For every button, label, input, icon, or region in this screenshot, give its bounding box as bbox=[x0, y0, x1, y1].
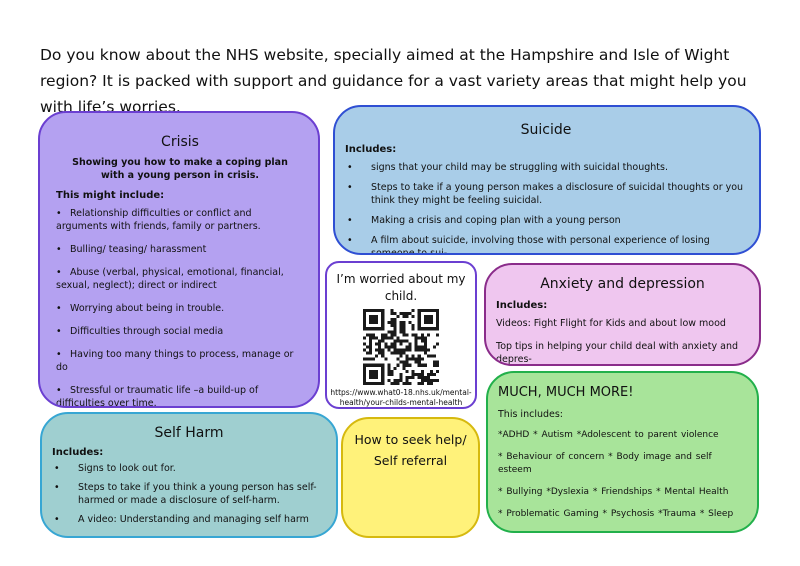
crisis-panel: Crisis Showing you how to make a coping … bbox=[38, 111, 320, 408]
suicide-panel: Suicide Includes: signs that your child … bbox=[333, 105, 761, 255]
much-more-panel: MUCH, MUCH MORE! This includes: *ADHD * … bbox=[486, 371, 759, 533]
list-item: A film about suicide, involving those wi… bbox=[345, 234, 747, 253]
list-item: Stressful or traumatic life –a build-up … bbox=[56, 384, 304, 406]
list-item: Abuse (verbal, physical, emotional, fina… bbox=[56, 266, 304, 292]
selfharm-includes-label: Includes: bbox=[52, 447, 104, 458]
anxiety-line: Top tips in helping your child deal with… bbox=[496, 341, 739, 365]
much-more-includes-label: This includes: bbox=[498, 409, 564, 420]
topic-row: * Bullying *Dyslexia * Friendships * Men… bbox=[498, 487, 729, 497]
topic-row: * Problematic Gaming * Psychosis *Trauma… bbox=[498, 509, 734, 519]
list-item: Bulling/ teasing/ harassment bbox=[56, 243, 304, 256]
list-item: Making a crisis and coping plan with a y… bbox=[345, 214, 747, 227]
much-more-title: MUCH, MUCH MORE! bbox=[498, 385, 634, 400]
list-item: Steps to take if a young person makes a … bbox=[345, 181, 747, 207]
suicide-includes-label: Includes: bbox=[345, 144, 397, 155]
crisis-list: Relationship difficulties or conflict an… bbox=[56, 207, 304, 406]
selfharm-panel: Self Harm Includes: Signs to look out fo… bbox=[40, 412, 338, 538]
crisis-subtitle: Showing you how to make a coping plan wi… bbox=[72, 157, 288, 181]
list-item: Signs to look out for. bbox=[52, 462, 326, 475]
anxiety-includes-label: Includes: bbox=[496, 300, 548, 311]
seek-help-panel: How to seek help/ Self referral bbox=[341, 417, 480, 538]
crisis-includes-label: This might include: bbox=[56, 190, 165, 201]
suicide-title: Suicide bbox=[520, 122, 572, 138]
selfharm-list: Signs to look out for. Steps to take if … bbox=[52, 462, 326, 526]
seek-help-line1: How to seek help/ bbox=[354, 432, 467, 447]
suicide-list: signs that your child may be struggling … bbox=[345, 161, 747, 253]
qr-url[interactable]: https://www.what0-18.nhs.uk/mental-healt… bbox=[330, 388, 472, 407]
qr-title: I’m worried about my child. bbox=[336, 272, 466, 303]
list-item: Worrying about being in trouble. bbox=[56, 302, 304, 315]
selfharm-title: Self Harm bbox=[154, 425, 224, 441]
list-item: Having too many things to process, manag… bbox=[56, 348, 304, 374]
anxiety-line: Videos: Fight Flight for Kids and about … bbox=[496, 318, 726, 329]
anxiety-title: Anxiety and depression bbox=[540, 276, 705, 292]
anxiety-panel: Anxiety and depression Includes: Videos:… bbox=[484, 263, 761, 366]
list-item: Relationship difficulties or conflict an… bbox=[56, 207, 304, 233]
topic-row: *ADHD * Autism *Adolescent to parent vio… bbox=[498, 430, 719, 440]
qr-panel: I’m worried about my child. https://www.… bbox=[325, 261, 477, 409]
list-item: A video: Understanding and managing self… bbox=[52, 513, 326, 526]
crisis-title: Crisis bbox=[161, 134, 199, 150]
list-item: Steps to take if you think a young perso… bbox=[52, 481, 326, 507]
qr-code-icon[interactable] bbox=[363, 309, 439, 385]
list-item: Difficulties through social media bbox=[56, 325, 304, 338]
seek-help-line2: Self referral bbox=[373, 453, 448, 468]
list-item: signs that your child may be struggling … bbox=[345, 161, 747, 174]
topic-row: * Behaviour of concern * Body image and … bbox=[498, 452, 712, 475]
